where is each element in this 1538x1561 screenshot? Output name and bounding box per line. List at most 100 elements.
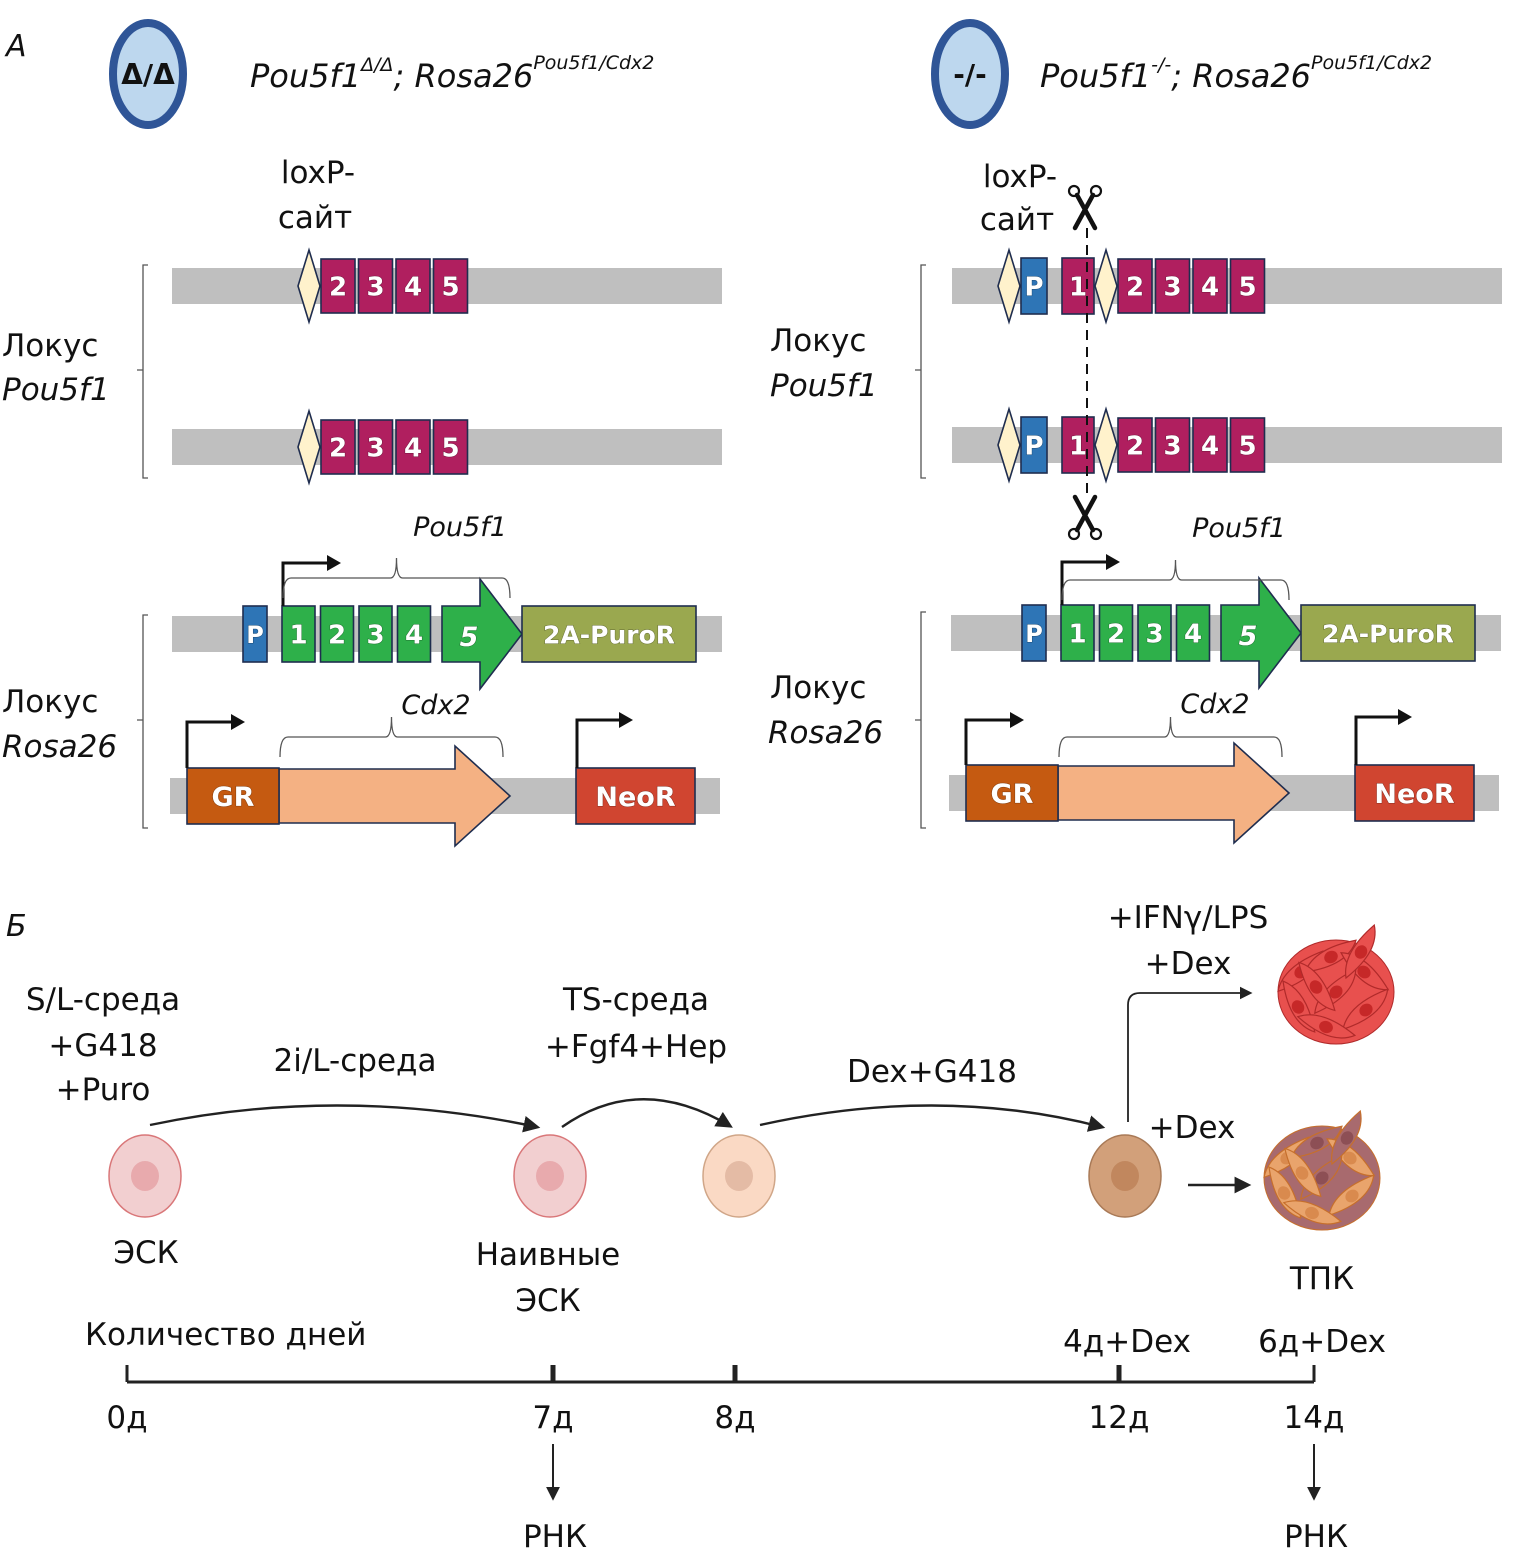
timeline-tick-label: 0д (106, 1400, 147, 1436)
endogenous-exon-label: 4 (404, 273, 422, 303)
endogenous-exon-shape (1117, 258, 1153, 314)
puro-cassette: 2A-PuroR (521, 605, 697, 663)
neo-cassette-label: NeoR (595, 782, 675, 813)
cell-nucleus (1345, 1189, 1359, 1203)
spindle-cell (1344, 923, 1376, 980)
transgene-exon-shape (396, 605, 432, 663)
spindle-cell (1328, 1174, 1375, 1217)
exon-arrow-label: 5 (1239, 621, 1258, 652)
endogenous-exon-label: 3 (1163, 273, 1181, 303)
promoter-label: P (1025, 620, 1043, 648)
loxp-label-line2: сайт (980, 202, 1054, 238)
medium-line: +Fgf4+Hep (545, 1029, 727, 1065)
endogenous-exon-shape (320, 258, 356, 314)
transgene-exon-5: 5 (1220, 575, 1303, 691)
medium-line: +Puro (56, 1072, 151, 1108)
medium-dex: +Dex (1149, 1110, 1236, 1146)
endogenous-exon: 4 (1192, 417, 1228, 473)
endogenous-exon: 2 (320, 258, 356, 314)
spindle-cell (1283, 1147, 1322, 1198)
gr-domain-shape (186, 767, 280, 825)
locus-bracket (915, 611, 926, 829)
cell-label-naive-line1: Наивные (476, 1237, 621, 1273)
medium-dex-g418: Dex+G418 (847, 1054, 1017, 1090)
cell-nucleus (1315, 1171, 1329, 1185)
gr-domain-label: GR (212, 782, 255, 813)
endogenous-exon: 1 (1061, 257, 1095, 315)
medium-line: +G418 (48, 1028, 157, 1064)
endogenous-exon-label: 5 (1238, 273, 1256, 303)
genotype-badge-left: Δ/Δ (109, 19, 187, 129)
gene-brace (282, 557, 511, 599)
cell-nucleus (1357, 965, 1371, 979)
endogenous-exon: 4 (395, 258, 431, 314)
endogenous-exon-shape (1192, 258, 1228, 314)
transgene-exon: 1 (1060, 604, 1095, 662)
transgene-exon-label: 2 (1107, 620, 1125, 650)
tss-arrowhead (1010, 712, 1024, 728)
loxp-label-line1: loxP- (281, 155, 355, 191)
endogenous-exon: 3 (357, 258, 394, 314)
puro-cassette-shape (521, 605, 697, 663)
transgene-exon-label: 3 (366, 621, 384, 651)
badge-text: Δ/Δ (121, 58, 175, 91)
transgene-exon-label: 1 (1068, 620, 1086, 650)
promoter-shape (1020, 257, 1048, 315)
loxp-label-line2: сайт (278, 200, 352, 236)
endogenous-exon-shape (1154, 417, 1191, 473)
transgene-exon: 2 (1098, 604, 1134, 662)
endogenous-exon: 5 (1229, 258, 1266, 314)
endogenous-exon: 4 (395, 419, 431, 475)
endogenous-exon: 4 (1192, 258, 1228, 314)
superscript: -/- (1151, 54, 1171, 76)
cell-label-tpk: ТПК (1289, 1261, 1354, 1297)
endogenous-exon-label: 2 (329, 273, 347, 303)
endogenous-exon: 3 (1154, 258, 1191, 314)
medium-start: S/L-среда +G418 +Puro (26, 982, 180, 1108)
puro-cassette-label: 2A-PuroR (543, 620, 675, 649)
endogenous-exon-shape (357, 258, 394, 314)
separator: ; (394, 57, 415, 95)
transgene-exon-shape (358, 605, 393, 663)
exon-arrow-label: 5 (460, 622, 479, 653)
endogenous-exon-label: 2 (1126, 273, 1144, 303)
panel-a-label: А (4, 29, 27, 64)
locus-bracket (915, 264, 926, 479)
spindle-cell (1282, 1200, 1343, 1225)
gr-domain: GR (186, 767, 280, 825)
gene-label-cdx2: Cdx2 (401, 690, 470, 721)
puro-cassette-label: 2A-PuroR (1322, 619, 1454, 648)
transgene-exon: 4 (396, 605, 432, 663)
endogenous-exon: 3 (357, 419, 394, 475)
transition-arrow (561, 1098, 733, 1128)
endogenous-exon: 5 (432, 258, 469, 314)
endogenous-exon: 3 (1154, 417, 1191, 473)
gr-domain-label: GR (991, 779, 1034, 810)
endogenous-exon-shape (320, 419, 356, 475)
transgene-exon: 1 (281, 605, 316, 663)
spindle-cell (1296, 1014, 1357, 1039)
cell-nucleus (1329, 985, 1343, 999)
superscript: Pou5f1/Cdx2 (1311, 52, 1432, 74)
cell-nucleus (1310, 1136, 1324, 1150)
timeline-title: Количество дней (85, 1317, 366, 1353)
trophoblast-cluster-icon (1263, 1109, 1381, 1231)
transgene-exon-label: 1 (289, 621, 307, 651)
timeline-annotation: 6д+Dex (1258, 1324, 1386, 1360)
rna-sample-label: РНК (523, 1519, 587, 1555)
endogenous-exon-shape (1061, 416, 1095, 474)
promoter: P (1021, 604, 1047, 662)
tss-arrow-icon (1060, 560, 1106, 605)
gene-brace (1058, 716, 1283, 758)
tss-arrow-icon (1354, 715, 1398, 765)
cell-nucleus (1359, 1003, 1373, 1017)
endogenous-exon-label: 4 (1201, 273, 1219, 303)
cell-naive-esc (513, 1134, 587, 1218)
medium-line: S/L-среда (26, 982, 180, 1018)
cell-nucleus (1309, 980, 1323, 994)
genotype-title-left: Pou5f1Δ/Δ; Rosa26Pou5f1/Cdx2 (250, 52, 654, 95)
endogenous-exon-label: 5 (441, 434, 459, 464)
